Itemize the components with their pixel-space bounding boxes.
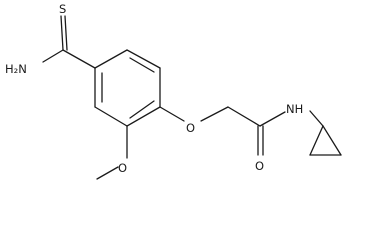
ring-bond-2 xyxy=(126,49,161,69)
thioamide-group: S H₂N xyxy=(5,2,96,76)
methoxy-oxygen-label: O xyxy=(118,161,127,175)
cyclopropyl-bond-3 xyxy=(322,125,342,156)
benzene-ring xyxy=(94,49,161,127)
ether-o-to-ch2-bond xyxy=(200,106,229,122)
structure-drawing: S H₂N O O O NH xyxy=(5,2,342,180)
amide-nh-label: NH xyxy=(286,102,303,116)
nh2-label: H₂N xyxy=(5,62,27,76)
methoxy-o-to-ch3-bond xyxy=(96,166,119,180)
ring-bond-5 xyxy=(94,106,128,127)
molecule-diagram: S H₂N O O O NH xyxy=(5,2,342,180)
sulfur-label: S xyxy=(59,2,66,16)
amide-oxygen-label: O xyxy=(255,159,264,173)
ring-bond-4 xyxy=(126,106,161,127)
cyclopropyl-bond-1 xyxy=(309,125,324,156)
carbonyl-to-nh-bond xyxy=(259,111,286,127)
thiocarbonyl-bond-b xyxy=(64,15,68,51)
ring-bond-1 xyxy=(94,49,128,69)
nh-to-cyclopropyl-bond xyxy=(309,110,324,127)
methoxy-group: O xyxy=(96,125,128,180)
thiocarbonyl-bond-a xyxy=(60,15,64,51)
thiocarbon-to-nh2-bond xyxy=(42,49,64,63)
ether-oxygen-label: O xyxy=(186,121,195,135)
ch2-to-carbonyl-bond xyxy=(227,106,261,127)
ring-double-bond-2 xyxy=(129,100,155,119)
ring-to-ether-o-bond xyxy=(159,106,185,122)
ring-to-thiocarbon-bond xyxy=(62,49,96,69)
acetamide-chain: O O NH xyxy=(159,102,303,173)
cyclopropyl-ring xyxy=(309,110,342,156)
ring-double-bond-1 xyxy=(129,57,155,73)
